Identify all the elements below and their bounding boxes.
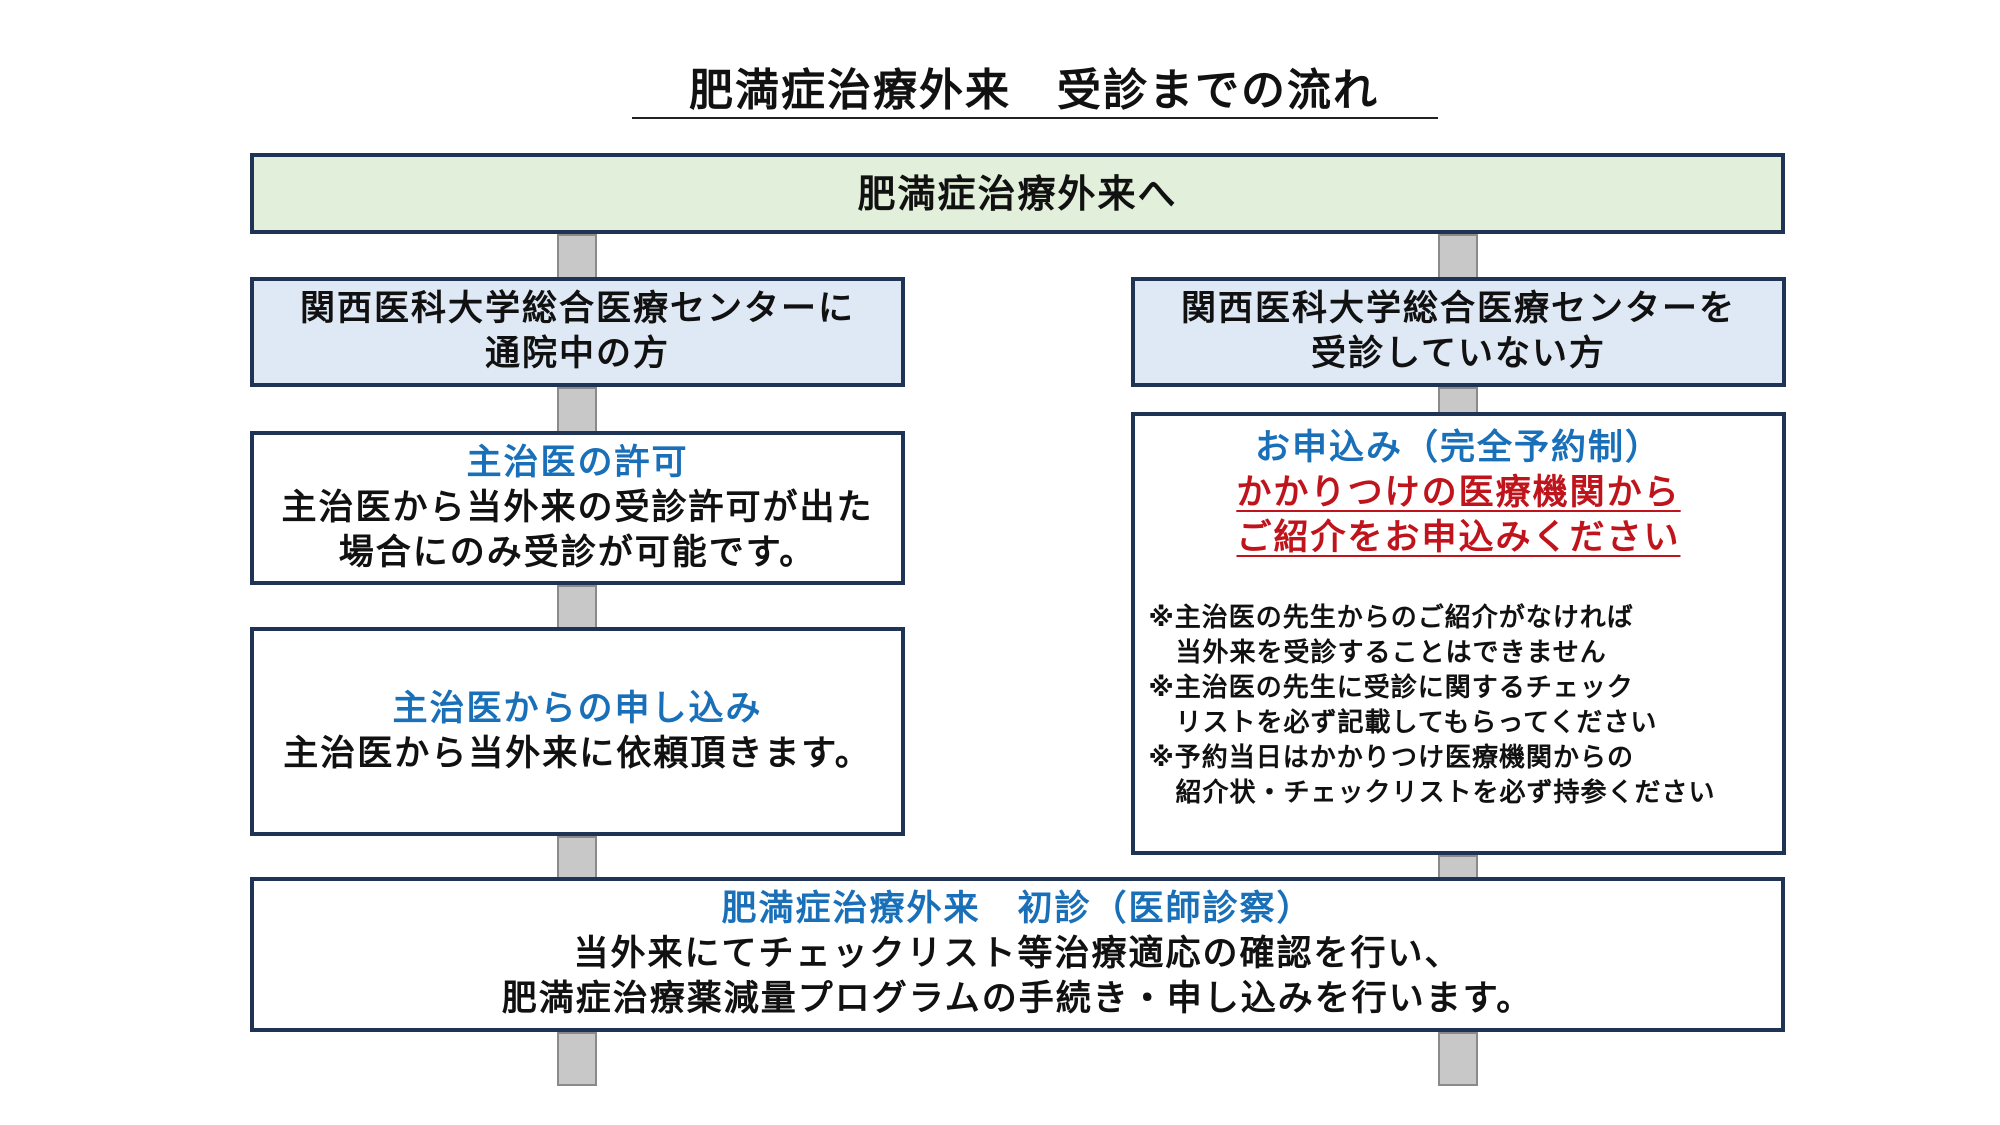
note-line: 当外来を受診することはできません bbox=[1148, 638, 1607, 668]
left-step-application-title: 主治医からの申し込み bbox=[392, 688, 763, 729]
left-step-permission-title: 主治医の許可 bbox=[466, 442, 689, 483]
connector-left-5 bbox=[557, 1032, 597, 1086]
left-step-permission-line1: 主治医から当外来の受診許可が出た bbox=[281, 487, 874, 528]
top-box-label: 肥満症治療外来へ bbox=[857, 171, 1178, 216]
left-step-permission-line2: 場合にのみ受診が可能です。 bbox=[338, 532, 817, 573]
connector-left-3 bbox=[557, 585, 597, 630]
right-header-line2: 受診していない方 bbox=[1311, 334, 1606, 374]
left-header-box: 関西医科大学総合医療センターに 通院中の方 bbox=[250, 277, 905, 387]
page-title: 肥満症治療外来 受診までの流れ bbox=[689, 65, 1379, 116]
right-apply-notes: ※主治医の先生からのご紹介がなければ 当外来を受診することはできません ※主治医… bbox=[1149, 601, 1769, 811]
right-apply-red-line1: かかりつけの医療機関から bbox=[1236, 473, 1681, 513]
left-header-line2: 通院中の方 bbox=[484, 334, 670, 374]
connector-left-2 bbox=[557, 387, 597, 433]
connector-right-4 bbox=[1438, 1032, 1478, 1086]
connector-right-2 bbox=[1438, 387, 1478, 414]
left-header-line1: 関西医科大学総合医療センターに bbox=[299, 289, 855, 329]
bottom-first-visit-box: 肥満症治療外来 初診（医師診察） 当外来にてチェックリスト等治療適応の確認を行い… bbox=[250, 877, 1785, 1032]
connector-right-1 bbox=[1438, 234, 1478, 280]
bottom-first-visit-line1: 当外来にてチェックリスト等治療適応の確認を行い、 bbox=[573, 934, 1462, 974]
note-line: 紹介状・チェックリストを必ず持参ください bbox=[1148, 778, 1716, 808]
note-line: ※主治医の先生に受診に関するチェック bbox=[1148, 673, 1634, 703]
note-line: ※主治医の先生からのご紹介がなければ bbox=[1148, 603, 1634, 633]
bottom-first-visit-title: 肥満症治療外来 初診（医師診察） bbox=[721, 889, 1314, 929]
note-line: リストを必ず記載してもらってください bbox=[1148, 708, 1658, 738]
title-underline bbox=[632, 117, 1438, 119]
right-header-box: 関西医科大学総合医療センターを 受診していない方 bbox=[1131, 277, 1786, 387]
left-step-application-line1: 主治医から当外来に依頼頂きます。 bbox=[283, 733, 872, 774]
right-apply-title: お申込み（完全予約制） bbox=[1254, 428, 1662, 468]
top-box-obesity-clinic: 肥満症治療外来へ bbox=[250, 153, 1785, 234]
note-line: ※予約当日はかかりつけ医療機関からの bbox=[1148, 743, 1635, 773]
connector-left-4 bbox=[557, 836, 597, 880]
left-step-permission-box: 主治医の許可 主治医から当外来の受診許可が出た 場合にのみ受診が可能です。 bbox=[250, 431, 905, 585]
connector-left-1 bbox=[557, 234, 597, 280]
right-header-line1: 関西医科大学総合医療センターを bbox=[1180, 289, 1736, 329]
right-apply-box: お申込み（完全予約制） かかりつけの医療機関から ご紹介をお申込みください ※主… bbox=[1131, 412, 1786, 855]
left-step-application-box: 主治医からの申し込み 主治医から当外来に依頼頂きます。 bbox=[250, 627, 905, 836]
right-apply-red-line2: ご紹介をお申込みください bbox=[1236, 518, 1681, 558]
bottom-first-visit-line2: 肥満症治療薬減量プログラムの手続き・申し込みを行います。 bbox=[501, 979, 1534, 1019]
